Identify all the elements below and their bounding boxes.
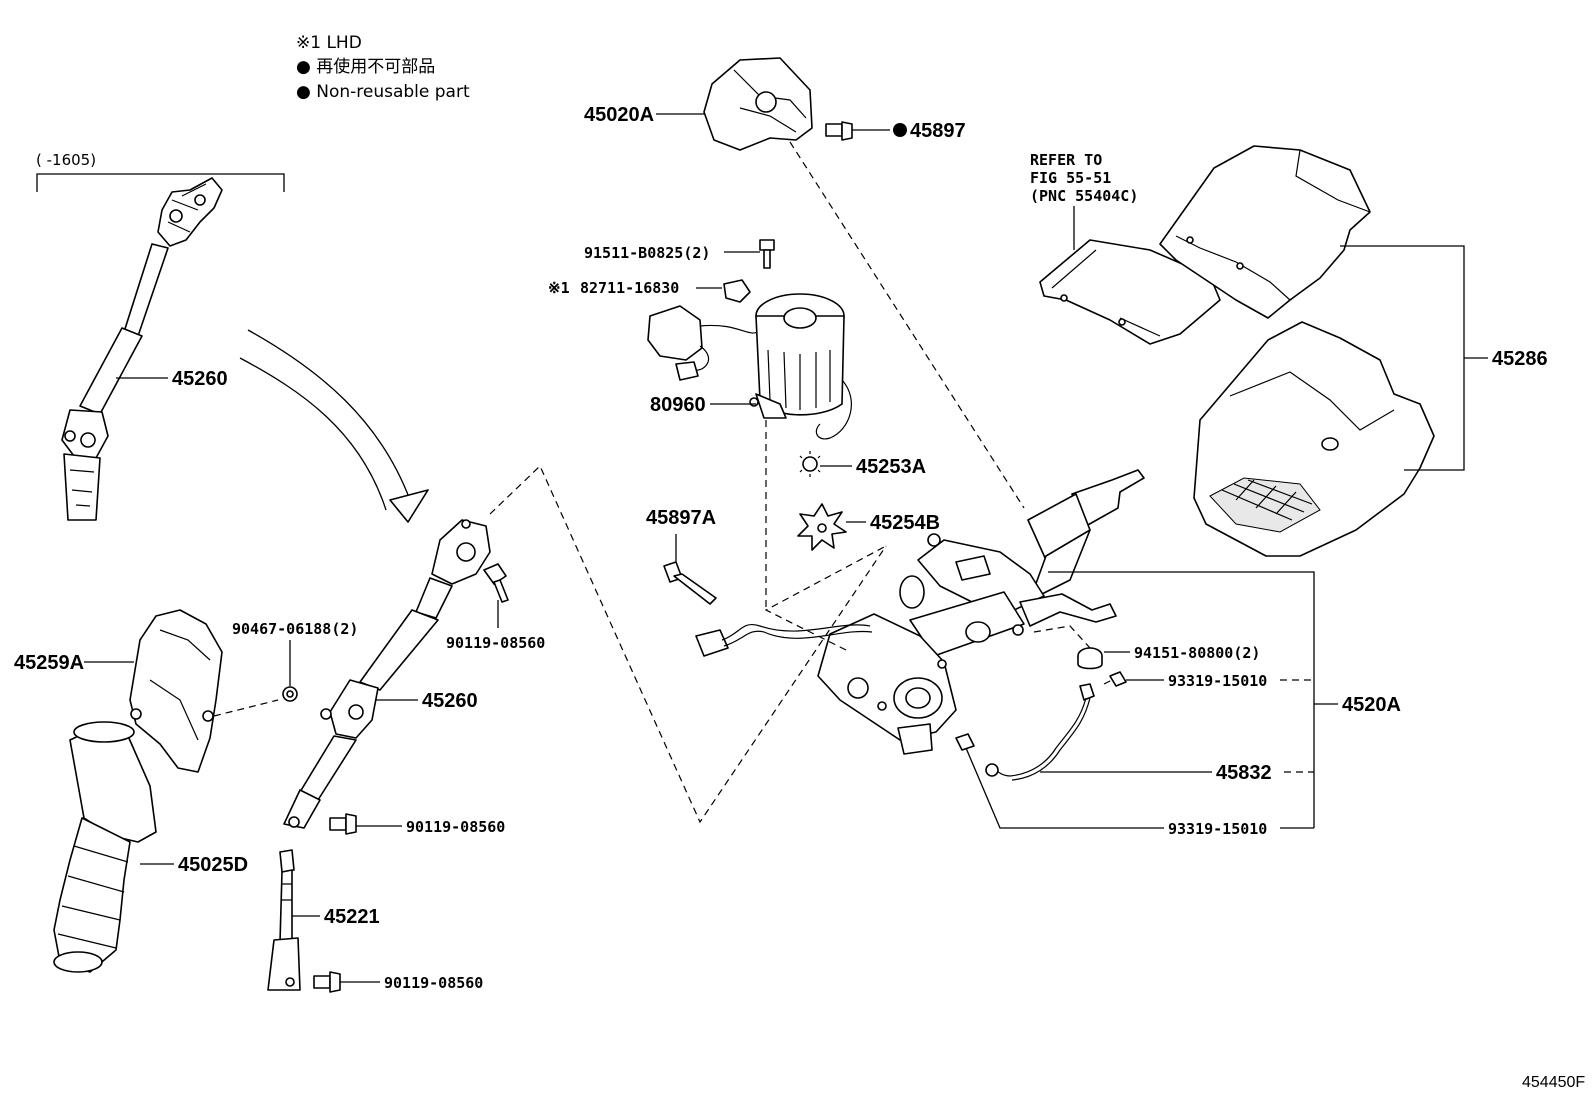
arrow-curve-outer (247, 329, 411, 501)
dash-45259A (213, 699, 279, 717)
label-82711-number: 82711-16830 (580, 279, 679, 297)
date-range-bracket (36, 173, 285, 192)
lower-column-cover (1193, 321, 1435, 557)
label-45260-top: 45260 (172, 368, 228, 390)
note-non-reusable-en: ● Non-reusable part (296, 82, 470, 102)
label-45832: 45832 (1216, 762, 1272, 784)
label-45221: 45221 (324, 906, 380, 928)
washer-90467 (282, 686, 298, 702)
harness-connector (695, 624, 873, 657)
bolt-45897A (663, 561, 717, 605)
label-45260: 45260 (422, 690, 478, 712)
intermediate-shaft-top (61, 177, 223, 521)
note-non-reusable-jp: ● 再使用不可部品 (296, 56, 435, 77)
label-90467: 90467-06188(2) (232, 620, 358, 638)
bolt-90119-a (483, 563, 509, 603)
bracket-4520A (1048, 571, 1315, 828)
note-lhd: ※1 LHD (296, 33, 362, 53)
nut-94151 (1077, 647, 1103, 670)
label-45897: 45897 (910, 120, 966, 142)
ground-wire-45832 (985, 683, 1095, 781)
label-45897A: 45897A (646, 507, 716, 529)
label-90119-c: 90119-08560 (384, 974, 483, 992)
steering-column-4520A (817, 469, 1145, 755)
label-45259A: 45259A (14, 652, 84, 674)
label-45025D: 45025D (178, 854, 248, 876)
dash-94151 (1033, 625, 1091, 649)
label-4520A: 4520A (1342, 694, 1401, 716)
leader-93319-b (965, 747, 1164, 829)
boot-45025D (53, 721, 157, 973)
refer-line-2: FIG 55-51 (1030, 169, 1111, 187)
non-reusable-marker-45897 (893, 123, 907, 137)
clip-82711 (723, 279, 751, 303)
label-45020A: 45020A (584, 104, 654, 126)
figure-id: 454450F (1522, 1074, 1585, 1091)
shaft-45221 (267, 849, 301, 991)
screw-93319-b (955, 733, 975, 751)
arrow-head (389, 489, 429, 523)
label-93319-a: 93319-15010 (1168, 672, 1267, 690)
intermediate-shaft (283, 519, 491, 829)
label-45286: 45286 (1492, 348, 1548, 370)
cover-45259A (129, 609, 223, 773)
screw-91511 (759, 239, 775, 269)
label-45253A: 45253A (856, 456, 926, 478)
bolt-90119-b (329, 813, 357, 835)
screw-93319-a (1109, 671, 1127, 687)
dash-93319-a (1103, 679, 1113, 685)
upper-column-cover (1159, 145, 1371, 319)
arrow-curve-inner (239, 357, 387, 511)
label-90119-b: 90119-08560 (406, 818, 505, 836)
refer-line-3: (PNC 55404C) (1030, 187, 1138, 205)
label-94151: 94151-80800(2) (1134, 644, 1260, 662)
bolt-45897 (825, 121, 853, 141)
label-45254B: 45254B (870, 512, 940, 534)
bolt-90119-c (313, 971, 341, 993)
damper-45254B (797, 503, 847, 551)
dash-45020A (789, 141, 1025, 509)
label-91511: 91511-B0825(2) (584, 244, 710, 262)
label-90119-a: 90119-08560 (446, 634, 545, 652)
lock-housing-45020A (703, 57, 813, 151)
refer-line-1: REFER TO (1030, 151, 1102, 169)
label-93319-b: 93319-15010 (1168, 820, 1267, 838)
label-82711: ※1 (548, 279, 570, 297)
trim-panel (1039, 239, 1221, 345)
date-range-label: ( -1605) (36, 151, 96, 169)
label-80960: 80960 (650, 394, 706, 416)
gear-45253A (799, 451, 821, 477)
motor-80960 (647, 293, 852, 440)
dash-region (489, 464, 887, 824)
